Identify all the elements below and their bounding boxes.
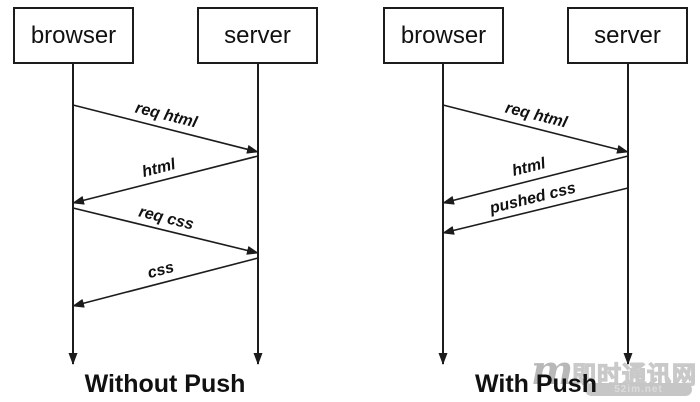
watermark-site-url-pill: 52im.net (585, 383, 692, 396)
caption-without-push: Without Push (84, 370, 246, 398)
actor-box-server-with-push: server (567, 7, 688, 64)
actor-box-browser-with-push: browser (383, 7, 504, 64)
arrow-req-html-without-push (72, 104, 259, 154)
actor-box-server-without-push: server (197, 7, 318, 64)
actor-box-browser-without-push: browser (13, 7, 134, 64)
arrow-css-without-push (72, 257, 259, 308)
watermark-logo-m: m (531, 347, 574, 394)
arrow-html-without-push (72, 155, 259, 205)
arrow-req-html-with-push (442, 104, 629, 154)
caption-with-push: With Push (475, 370, 597, 398)
arrow-req-css-without-push (72, 207, 259, 255)
arrow-html-with-push (442, 155, 629, 205)
arrow-pushed-css-with-push (442, 187, 629, 235)
